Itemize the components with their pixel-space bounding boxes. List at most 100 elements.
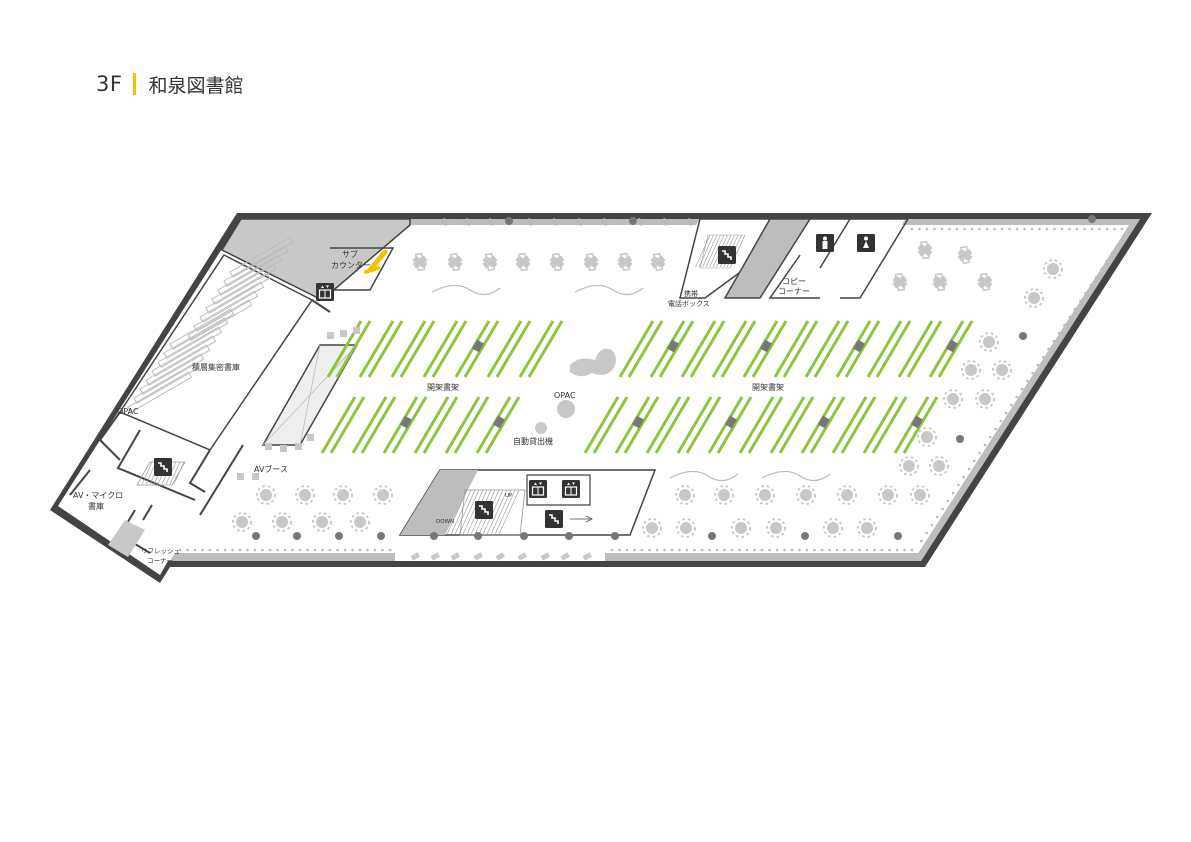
perimeter-dot (1020, 387, 1024, 391)
perimeter-dot (178, 548, 182, 552)
shelf (495, 320, 532, 378)
perimeter-dot (388, 548, 392, 552)
label-opac-center: OPAC (554, 391, 576, 400)
perimeter-dot (925, 227, 929, 231)
perimeter-dot (1045, 227, 1049, 231)
window-seat (575, 217, 585, 227)
perimeter-dot (1030, 227, 1034, 231)
shelf (680, 320, 717, 378)
perimeter-dot (820, 548, 824, 552)
stool (353, 327, 360, 334)
window-seat (685, 217, 695, 227)
seating (232, 215, 1096, 561)
left-stairwell (136, 457, 186, 486)
stair-tread (698, 234, 714, 268)
perimeter-dot (963, 227, 966, 231)
floor-label: 3F (96, 72, 123, 96)
perimeter-dot (618, 548, 621, 552)
perimeter-dot (708, 548, 711, 552)
perimeter-dot (1094, 275, 1098, 279)
compact-shelf (211, 263, 277, 305)
perimeter-dot (873, 548, 876, 552)
shelf-end-cap (853, 339, 865, 353)
perimeter-dot (935, 515, 939, 519)
perimeter-dot (957, 483, 960, 487)
label-compact-stacks: 積層集密書庫 (192, 362, 240, 372)
label-opac-left: OPAC (117, 407, 139, 416)
stairs-icon (717, 245, 737, 265)
label-phone-booth-1: 携帯 (684, 289, 698, 298)
window-seat (440, 217, 450, 227)
perimeter-dot (610, 548, 614, 552)
perimeter-dot (1105, 227, 1109, 231)
column (474, 532, 482, 540)
perimeter-dot (933, 227, 936, 231)
shelf (835, 320, 872, 378)
perimeter-dot (745, 548, 749, 552)
perimeter-dot (993, 227, 996, 231)
perimeter-dot (828, 548, 831, 552)
window-seat (660, 217, 670, 227)
perimeter-dot (1010, 403, 1013, 407)
label-av-micro-2: 書庫 (88, 501, 104, 511)
perimeter-dot (1098, 227, 1101, 231)
building-outline (50, 213, 1152, 583)
shelf (773, 320, 810, 378)
self-checkout-machine (535, 422, 547, 434)
perimeter-dot (1090, 227, 1094, 231)
perimeter-dot (920, 539, 923, 543)
shelf (813, 320, 850, 378)
perimeter-dot (955, 227, 959, 231)
perimeter-dot (835, 548, 839, 552)
perimeter-dot (948, 227, 951, 231)
stool (265, 443, 272, 450)
label-stairs-up: UP (505, 493, 513, 499)
perimeter-dot (1126, 227, 1130, 231)
perimeter-dot (813, 548, 816, 552)
stool (327, 332, 334, 339)
perimeter-dot (373, 548, 377, 552)
bench-seat (410, 552, 420, 561)
shelf (866, 320, 903, 378)
perimeter-dot (655, 548, 659, 552)
header-separator (133, 73, 137, 95)
bench-seat (517, 552, 527, 561)
perimeter-dot (648, 548, 651, 552)
shelf (937, 320, 974, 378)
stool (295, 443, 302, 450)
stool (280, 445, 287, 452)
perimeter-dot (268, 548, 272, 552)
shelf (592, 396, 629, 454)
map-labels: サブ カウンター 積層集密書庫 OPAC AVブース AV・マイクロ 書庫 リフ… (73, 249, 810, 565)
perimeter-dot (1036, 363, 1040, 367)
stair-tread (462, 489, 484, 535)
column (708, 532, 716, 540)
perimeter-dot (790, 548, 794, 552)
shelf-end-cap (493, 415, 505, 429)
refresh-corner-floor (108, 520, 145, 557)
stair-tread (498, 489, 520, 535)
storage-block (220, 218, 411, 301)
shelf (676, 396, 713, 454)
perimeter-dot (1079, 299, 1082, 303)
shelf-end-cap (667, 339, 679, 353)
column (611, 532, 619, 540)
shelf (444, 396, 481, 454)
shelf (782, 320, 819, 378)
perimeter-dot (843, 548, 846, 552)
perimeter-dot (973, 459, 976, 463)
stair-tread (482, 489, 504, 535)
perimeter-dot (1105, 259, 1109, 263)
compact-shelf (127, 371, 193, 413)
perimeter-dot (1113, 227, 1116, 231)
stair-tread (458, 489, 480, 535)
shelf-end-cap (760, 339, 772, 353)
perimeter-dot (685, 548, 689, 552)
perimeter-dot (1041, 355, 1045, 359)
perimeter-dot (1015, 227, 1019, 231)
column (335, 532, 343, 540)
stair-tread (141, 461, 153, 485)
column (956, 435, 964, 443)
perimeter-dot (678, 548, 681, 552)
perimeter-dot (1052, 339, 1056, 343)
